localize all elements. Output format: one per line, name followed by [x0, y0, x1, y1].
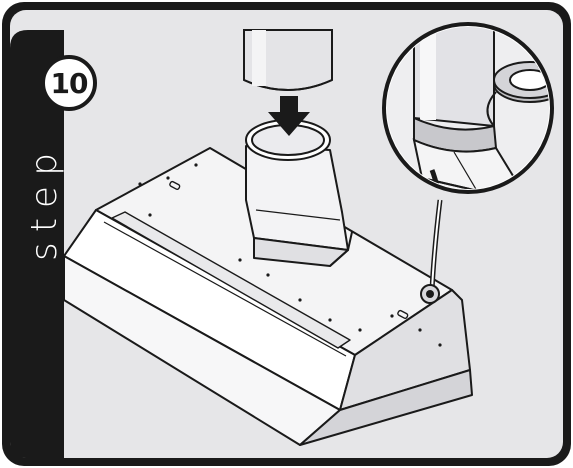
exhaust-duct: [243, 29, 333, 91]
step-sidebar-inner: [56, 30, 64, 458]
step-number: 10: [50, 66, 89, 100]
hood-right-lower: [299, 369, 473, 446]
hood-screw-holes: [138, 163, 442, 347]
step-number-circle: [41, 55, 97, 111]
down-arrow-icon: [268, 96, 310, 136]
hood-channel: [111, 211, 351, 349]
magnifier-callout-icon: [382, 22, 554, 194]
step-sidebar: [10, 30, 56, 458]
step-label: step: [23, 143, 65, 261]
duct-transition: [245, 119, 353, 267]
